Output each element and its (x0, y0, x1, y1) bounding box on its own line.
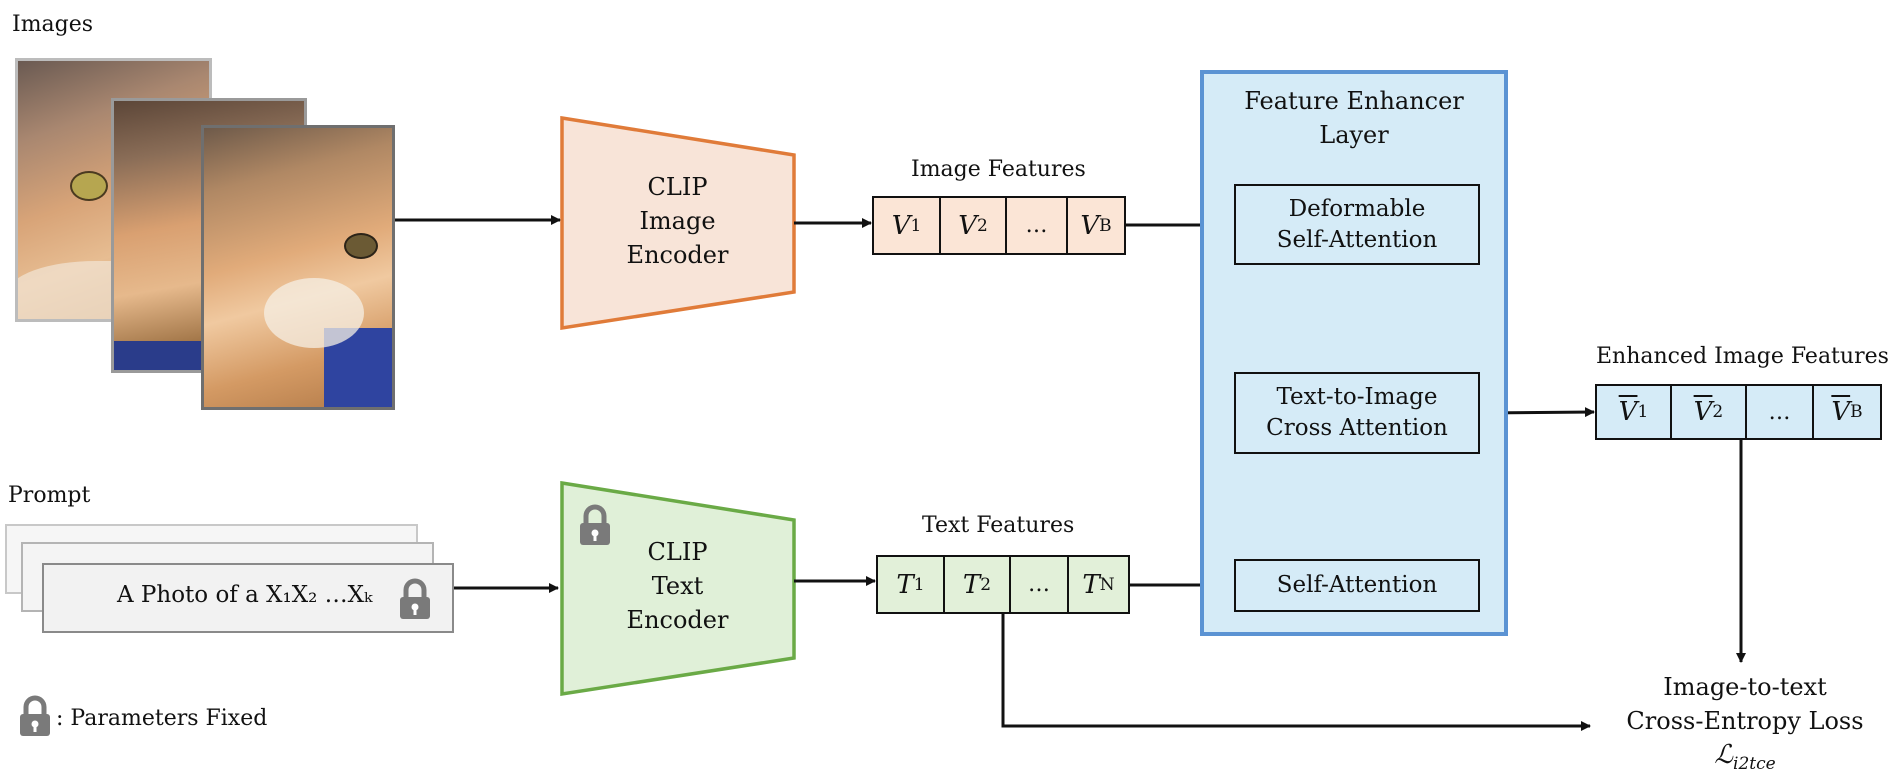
enhanced-token-ellipsis: … (1747, 386, 1814, 438)
image-encoder-shape (560, 115, 796, 331)
legend-lock-icon (18, 694, 52, 742)
self-attention-box: Self-Attention (1234, 559, 1480, 612)
image-encoder-label: CLIP Image Encoder (626, 173, 729, 269)
images-label: Images (12, 12, 94, 37)
text-features-label: Text Features (922, 513, 1075, 538)
feature-enhancer-panel (1200, 70, 1508, 636)
text-encoder-shape (560, 480, 796, 697)
cat-photo-3 (201, 125, 395, 410)
image-features-label: Image Features (911, 157, 1086, 182)
feature-enhancer-title: Feature Enhancer Layer (1244, 87, 1464, 149)
loss-label: Image-to-text Cross-Entropy Loss ℒi2tce (1600, 670, 1890, 781)
loss-symbol: ℒi2tce (1714, 740, 1776, 775)
lock-icon (398, 577, 432, 625)
text-token-ellipsis: … (1011, 557, 1069, 612)
prompt-label: Prompt (8, 483, 91, 508)
arrow-text-features-to-loss (1001, 612, 1591, 731)
legend-text: : Parameters Fixed (56, 706, 268, 731)
prompt-card: A Photo of a X₁X₂ …Xₖ (42, 563, 454, 633)
prompt-text: A Photo of a X₁X₂ …Xₖ (117, 582, 373, 608)
text-encoder-lock-icon (578, 503, 612, 551)
text-encoder-label: CLIP Text Encoder (626, 538, 729, 634)
enhanced-features-label: Enhanced Image Features (1596, 344, 1889, 369)
image-token-ellipsis: … (1007, 198, 1068, 253)
